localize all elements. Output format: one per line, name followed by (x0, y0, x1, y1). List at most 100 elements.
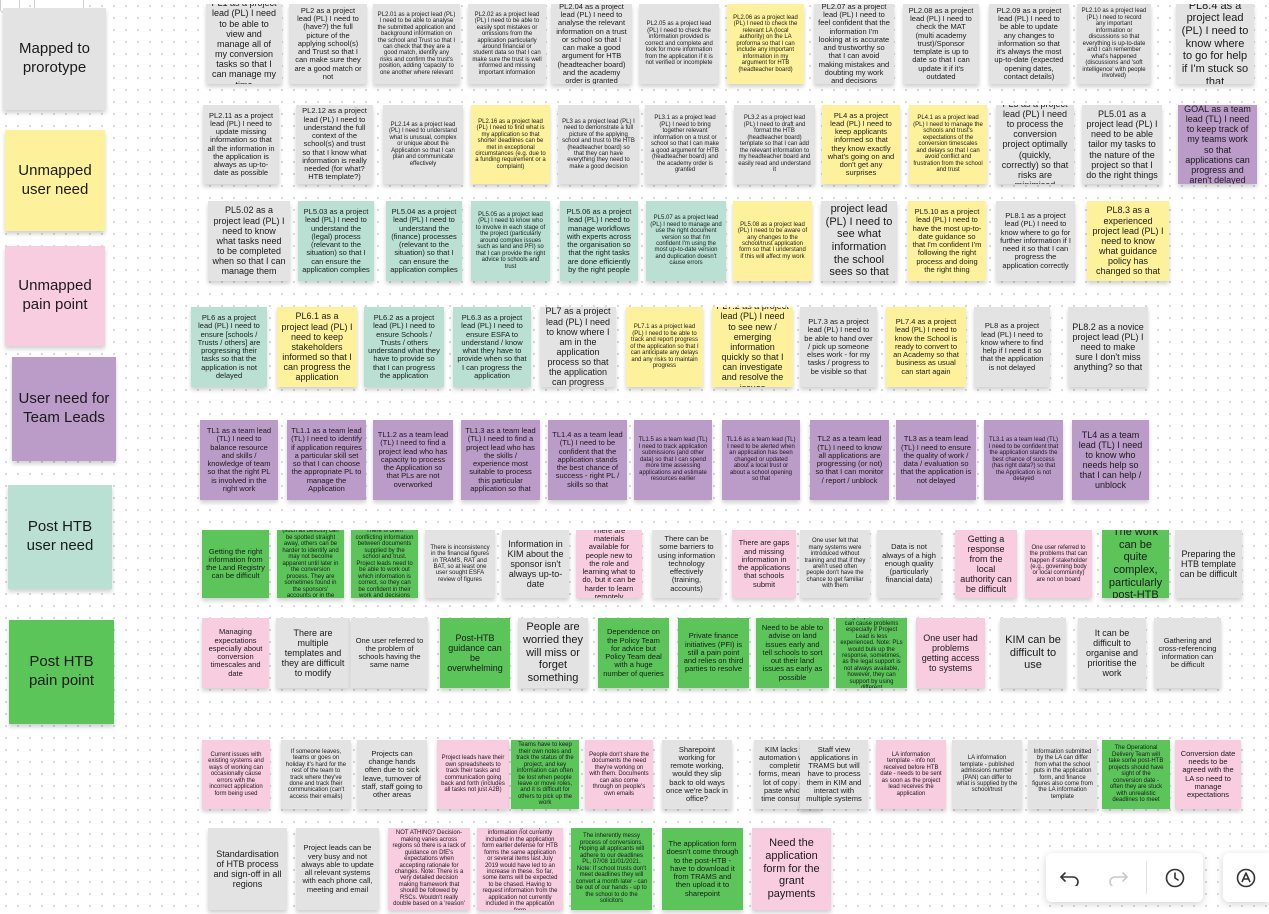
sticky-note[interactable]: PL7.4 as a project lead (PL) I need to k… (886, 307, 966, 387)
sticky-note[interactable]: The application form doesn't come throug… (662, 828, 743, 910)
sticky-note[interactable]: PL3 as a project lead (PL) I need to dem… (558, 105, 639, 184)
sticky-note[interactable]: PL4.1 as a project lead (PL) I need to m… (909, 105, 987, 184)
sticky-note[interactable]: Projects can change hands often due to s… (357, 740, 427, 809)
sticky-note[interactable]: TL4 as a team lead (TL) I need to know w… (1072, 420, 1149, 500)
sticky-note[interactable]: PL4 as a project lead (PL) I need to kee… (822, 105, 900, 184)
sticky-note[interactable]: PL5.02 as a project lead (PL) I need to … (208, 201, 290, 281)
sticky-note[interactable]: Post-HTB guidance can be overwhelming (440, 618, 510, 688)
sticky-note[interactable]: Getting a response from the local author… (955, 530, 1017, 598)
sticky-note[interactable]: PL8.1 as a project lead (PL) I need to k… (996, 201, 1075, 281)
sticky-note[interactable]: PL2.04 as a project lead (PL) I need to … (551, 4, 632, 84)
sticky-note[interactable]: There are multiple templates and they ar… (276, 618, 350, 688)
sticky-note[interactable]: One user felt that many systems were int… (800, 530, 870, 598)
sticky-note[interactable]: Managing expectations especially about c… (202, 618, 269, 688)
sticky-note[interactable]: TL1.6 as a team lead (TL) I need to be a… (722, 420, 800, 500)
sticky-note[interactable]: There are materials available for people… (576, 530, 642, 598)
sticky-note[interactable]: Staff view applications in TRAMS but wil… (800, 740, 868, 809)
sticky-note[interactable]: OLD: Having to request information not c… (477, 828, 563, 910)
sticky-note[interactable]: The work can be quite complex, particula… (1102, 530, 1169, 598)
sticky-note[interactable]: PL8 as a project lead (PL) I need to kno… (974, 307, 1050, 387)
redo-button[interactable] (1094, 853, 1142, 902)
sticky-note[interactable]: People don't share the documents the nee… (585, 740, 653, 809)
sticky-note[interactable]: NOT ATHING? Decision-making varies acros… (388, 828, 470, 910)
sticky-note[interactable]: Standardisation of HTB process and sign-… (208, 828, 287, 910)
sticky-note[interactable]: PL1 as a project lead (PL) I need to be … (206, 4, 282, 84)
sticky-note[interactable]: PL3.2 as a project lead (PL) I need to d… (734, 105, 815, 184)
sticky-note[interactable]: GOAL as a team lead (TL) I need to keep … (1178, 105, 1257, 184)
sticky-note[interactable]: PL5.04 as a project lead (PL) I need to … (386, 201, 462, 281)
sticky-note[interactable]: PL5.10 as a project lead (PL) I need to … (908, 201, 986, 281)
sticky-note[interactable]: There are gaps and missing information i… (732, 530, 796, 598)
sticky-note[interactable]: PL2.14 as a project lead (PL) I need to … (383, 105, 463, 184)
sticky-note[interactable]: TL1.5 as a team lead (TL) I need to trac… (634, 420, 712, 500)
sticky-note[interactable]: PL6.1 as a project lead (PL) I need to k… (277, 307, 357, 387)
sticky-note[interactable]: TL1.3 as a team lead (TL) I need to find… (461, 420, 540, 500)
sticky-note[interactable]: Information in KIM about the sponsor isn… (502, 530, 569, 598)
sticky-note[interactable]: PL2 as a project lead (PL) I need to (ha… (289, 4, 367, 84)
sticky-note[interactable]: TL3.1 as a team lead (TL) I need to be c… (984, 420, 1063, 500)
sticky-note[interactable]: PL2.09 as a project lead (PL) I need to … (989, 4, 1069, 84)
sticky-note[interactable]: PL2.12 as a project lead (PL) I need to … (296, 105, 373, 184)
undo-button[interactable] (1046, 853, 1094, 902)
sticky-note[interactable]: PL5.09 as a project lead (PL) I need to … (821, 201, 897, 281)
sticky-note[interactable]: PL2.02 as a project lead (PL) I need to … (468, 4, 546, 84)
sticky-note[interactable]: PL5.03 as a project lead (PL) I need to … (298, 201, 374, 281)
sticky-note[interactable]: TL1 as a team lead (TL) I need to balanc… (200, 420, 278, 500)
sticky-note[interactable]: TL1.2 as a team lead (TL) I need to find… (373, 420, 453, 500)
sticky-note[interactable]: Private finance initiatives (PFI) is sti… (678, 618, 749, 688)
sticky-note[interactable]: PL8.4 as a project lead (PL) I need to k… (1176, 4, 1254, 84)
sticky-note[interactable]: People are worried they will miss or for… (518, 618, 588, 688)
sticky-note[interactable]: Preparing the HTB template can be diffic… (1175, 530, 1242, 598)
sticky-note[interactable]: PL2.16 as a project lead (PL) I need to … (471, 105, 550, 184)
sticky-note[interactable]: TL1.4 as a team lead (TL) I need to be c… (548, 420, 627, 500)
sticky-note[interactable]: Need to be able to advise on land issues… (756, 618, 829, 688)
sticky-note[interactable]: Need the application form for the grant … (752, 828, 831, 910)
sticky-note[interactable]: PL5 as a project lead (PL) I need to pro… (996, 105, 1074, 184)
sticky-note[interactable]: Conversion date needs to be agreed with … (1175, 740, 1241, 809)
sticky-note[interactable]: PL5.06 as a project lead (PL) I need to … (560, 201, 638, 281)
sticky-note[interactable]: PL7.2 as a project lead (PL) I need to s… (712, 307, 793, 387)
sticky-note[interactable]: PL7.3 as a project lead (PL) I need to b… (800, 307, 877, 387)
sticky-note[interactable]: Dependence on the Policy Team for advice… (598, 618, 669, 688)
sticky-note[interactable]: Data is not always of a high enough qual… (877, 530, 941, 598)
sticky-note[interactable]: One user had problems getting access to … (916, 618, 985, 688)
sticky-note[interactable]: One user referred to the problem of scho… (351, 618, 428, 688)
sticky-note[interactable]: PL5.05 as a project lead (PL) I need to … (471, 201, 550, 281)
sticky-note[interactable]: TL2 as a team lead (TL) I need to know a… (810, 420, 889, 500)
sticky-note[interactable]: TL1.1 as a team lead (TL) I need to iden… (287, 420, 366, 500)
sticky-note[interactable]: Project leads can be very busy and not a… (296, 828, 379, 910)
sticky-note[interactable]: Getting the right information from the L… (202, 530, 269, 598)
sticky-note[interactable]: The Operational Delivery Team will take … (1102, 740, 1170, 809)
sticky-note[interactable]: The inherently messy process of conversi… (571, 828, 652, 910)
sticky-note[interactable]: PL7.1 as a project lead (PL) I need to b… (626, 307, 703, 387)
sticky-note[interactable]: There is inconsistency in the financial … (425, 530, 495, 598)
sticky-note[interactable]: PL8.3 as a experienced project lead (PL)… (1087, 201, 1169, 281)
sticky-note[interactable]: PL2.07 as a project lead (PL) I need to … (814, 4, 894, 84)
sticky-note[interactable]: PL2.10 as a project lead (PL) I need to … (1077, 4, 1151, 84)
sticky-note[interactable]: PL2.08 as a project lead (PL) I need to … (903, 4, 979, 84)
sticky-note[interactable]: PL5.01 as a project lead (PL) I need to … (1082, 105, 1162, 184)
sticky-note[interactable]: PL2.11 as a project lead (PL) I need to … (203, 105, 279, 184)
sticky-note[interactable]: PL2.01 as a project lead (PL) I need to … (373, 4, 460, 84)
sticky-note[interactable]: PL5.07 as a project lead (PL) I need to … (646, 201, 726, 281)
sticky-note[interactable]: KIM can be difficult to use (1000, 618, 1066, 688)
sticky-note[interactable]: Information submitted by the LA can diff… (1028, 740, 1097, 809)
sticky-note[interactable]: LA information template - published admi… (952, 740, 1022, 809)
sticky-note[interactable]: Teams have to keep their own notes and t… (511, 740, 579, 809)
sticky-note[interactable]: Although some financial problems (such a… (277, 530, 344, 598)
sticky-note[interactable]: If someone leaves, teams or goes on holi… (281, 740, 351, 809)
sticky-note[interactable]: Sharepoint working for remote working, w… (662, 740, 732, 809)
sticky-note[interactable]: PL3.1 as a project lead (PL) I need to b… (645, 105, 725, 184)
sticky-note[interactable]: LA information template - info not recei… (876, 740, 946, 809)
sticky-note[interactable]: It can be difficult to organise and prio… (1078, 618, 1146, 688)
sticky-note[interactable]: PL6.2 as a project lead (PL) I need to e… (364, 307, 444, 387)
sticky-note[interactable]: PL2.06 as a project lead (PL) I need to … (727, 4, 804, 84)
sticky-note[interactable]: PL7 as a project lead (PL) I need to kno… (540, 307, 616, 387)
sticky-note[interactable]: Gathering and cross-referencing informat… (1154, 618, 1221, 688)
sticky-note[interactable]: Project leads have their own spreadsheet… (437, 740, 509, 809)
sticky-note[interactable]: PL5.08 as a project lead (PL) I need to … (733, 201, 812, 281)
sticky-note[interactable]: PL2.05 as a project lead (PL) I need to … (639, 4, 719, 84)
sticky-note[interactable]: PL8.2 as a novice project lead (PL) I ne… (1068, 307, 1148, 387)
sticky-note[interactable]: PL6 as a project lead (PL) I need to ens… (191, 307, 267, 387)
sticky-note[interactable]: There is often conflicting information b… (351, 530, 418, 598)
